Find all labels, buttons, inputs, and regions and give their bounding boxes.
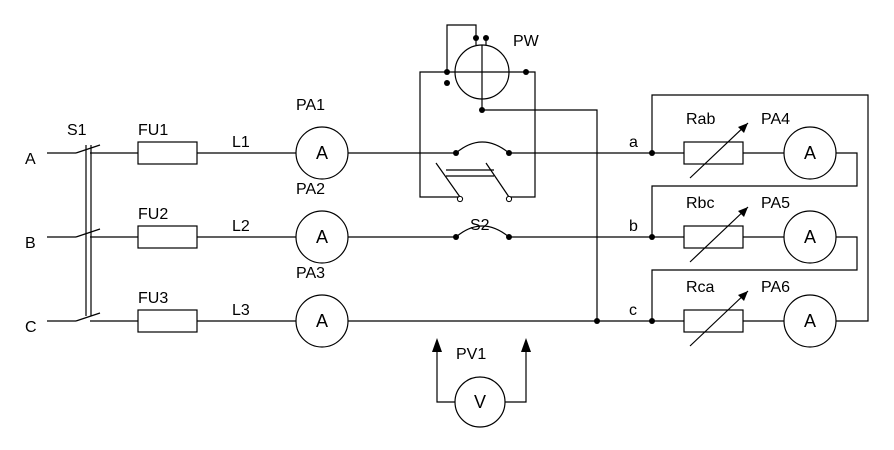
svg-text:V: V	[474, 392, 486, 412]
ammeter-pa4: A	[783, 126, 837, 180]
line-l2-label: L2	[232, 218, 250, 235]
fuse-fu3-label: FU3	[138, 290, 168, 307]
svg-text:A: A	[804, 227, 816, 247]
ammeter-pa6: A	[783, 294, 837, 348]
svg-text:A: A	[316, 143, 328, 163]
phase-b-label: B	[25, 235, 36, 252]
switch-s1-label: S1	[67, 122, 87, 139]
svg-text:A: A	[804, 143, 816, 163]
voltmeter-pv1: V	[432, 338, 531, 428]
line-l3-label: L3	[232, 302, 250, 319]
ammeter-pa1-label: PA1	[296, 97, 325, 114]
phase-b-input	[47, 228, 138, 238]
voltmeter-pv1-label: PV1	[456, 346, 486, 363]
wattmeter-pw	[454, 44, 510, 100]
resistor-rbc	[683, 206, 749, 263]
svg-text:A: A	[316, 311, 328, 331]
phase-c-label: C	[25, 319, 37, 336]
switch-s2-label: S2	[470, 217, 490, 234]
fuse-fu1-label: FU1	[138, 122, 168, 139]
ammeter-pa3-label: PA3	[296, 265, 325, 282]
resistor-rca	[683, 290, 749, 347]
resistor-rca-label: Rca	[686, 279, 715, 296]
resistor-rbc-label: Rbc	[686, 195, 714, 212]
node-a-label: a	[629, 134, 638, 151]
node-b-label: b	[629, 218, 638, 235]
fuse-fu3	[137, 309, 198, 333]
ammeter-pa2: A	[295, 210, 349, 264]
phase-a-input	[47, 144, 138, 154]
ammeter-pa2-label: PA2	[296, 181, 325, 198]
ammeter-pa5: A	[783, 210, 837, 264]
svg-text:A: A	[316, 227, 328, 247]
wattmeter-pw-label: PW	[513, 33, 540, 50]
switch-s2	[455, 225, 510, 238]
phase-c-input	[47, 312, 138, 322]
ammeter-pa6-label: PA6	[761, 279, 790, 296]
fuse-fu1	[137, 141, 198, 165]
node-c-label: c	[629, 302, 637, 319]
ammeter-pa3: A	[295, 294, 349, 348]
resistor-rab	[683, 122, 749, 179]
ammeter-pa1: A	[295, 126, 349, 180]
phase-a-label: A	[25, 151, 36, 168]
fuse-fu2-label: FU2	[138, 206, 168, 223]
ammeter-pa4-label: PA4	[761, 111, 790, 128]
resistor-rab-label: Rab	[686, 111, 715, 128]
svg-text:A: A	[804, 311, 816, 331]
switch-s1-link	[85, 145, 92, 316]
fuse-fu2	[137, 225, 198, 249]
line-l1-label: L1	[232, 134, 250, 151]
ammeter-pa5-label: PA5	[761, 195, 790, 212]
